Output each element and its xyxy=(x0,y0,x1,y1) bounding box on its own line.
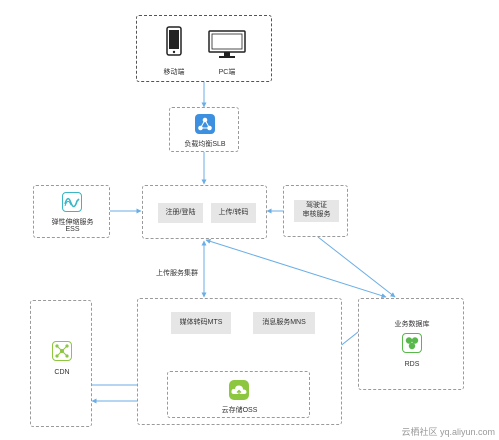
license-audit-box: 驾驶证 审核服务 xyxy=(283,185,348,237)
license-audit-line2: 审核服务 xyxy=(302,211,331,218)
mobile-phone-icon xyxy=(166,26,182,56)
arrow-license-to-db xyxy=(317,236,396,298)
web-service-box: 注册/登陆 上传/转码 xyxy=(142,185,267,239)
message-service-mns[interactable]: 消息服务MNS xyxy=(253,312,315,334)
oss-box: 云存储OSS xyxy=(167,371,310,418)
rds-label: RDS xyxy=(404,361,420,368)
cdn-box: CDN xyxy=(30,300,92,427)
auto-scaling-icon xyxy=(62,192,82,212)
upload-transcode-button[interactable]: 上传/转码 xyxy=(211,203,256,223)
upload-cluster-label: 上传服务集群 xyxy=(156,270,198,277)
slb-label: 负载均衡SLB xyxy=(184,141,226,148)
mobile-label: 移动端 xyxy=(163,69,185,76)
slb-box: 负载均衡SLB xyxy=(169,107,239,152)
business-db-box: 业务数据库 RDS xyxy=(358,298,464,390)
ess-box: 弹性伸缩服务 ESS xyxy=(33,185,110,238)
clients-box: 移动端 PC端 xyxy=(136,15,272,82)
cdn-icon xyxy=(52,341,72,361)
cloud-storage-icon xyxy=(229,380,249,400)
watermark-text: 云栖社区 yq.aliyun.com xyxy=(401,427,495,437)
ess-label-line2: ESS xyxy=(65,226,80,233)
license-audit-service[interactable]: 驾驶证 审核服务 xyxy=(294,200,339,222)
media-transcode-mts[interactable]: 媒体转码MTS xyxy=(171,312,231,334)
ess-label-line1: 弹性伸缩服务 xyxy=(51,219,94,226)
cdn-label: CDN xyxy=(54,369,70,376)
login-register-button[interactable]: 注册/登陆 xyxy=(158,203,203,223)
rds-database-icon xyxy=(402,333,422,353)
license-audit-line1: 驾驶证 xyxy=(306,202,327,210)
arrow-web-to-db xyxy=(205,238,387,299)
pc-label: PC端 xyxy=(218,69,236,76)
pc-monitor-icon xyxy=(208,30,246,58)
load-balancer-icon xyxy=(195,114,215,134)
oss-label: 云存储OSS xyxy=(221,407,258,414)
business-db-title: 业务数据库 xyxy=(394,321,430,328)
